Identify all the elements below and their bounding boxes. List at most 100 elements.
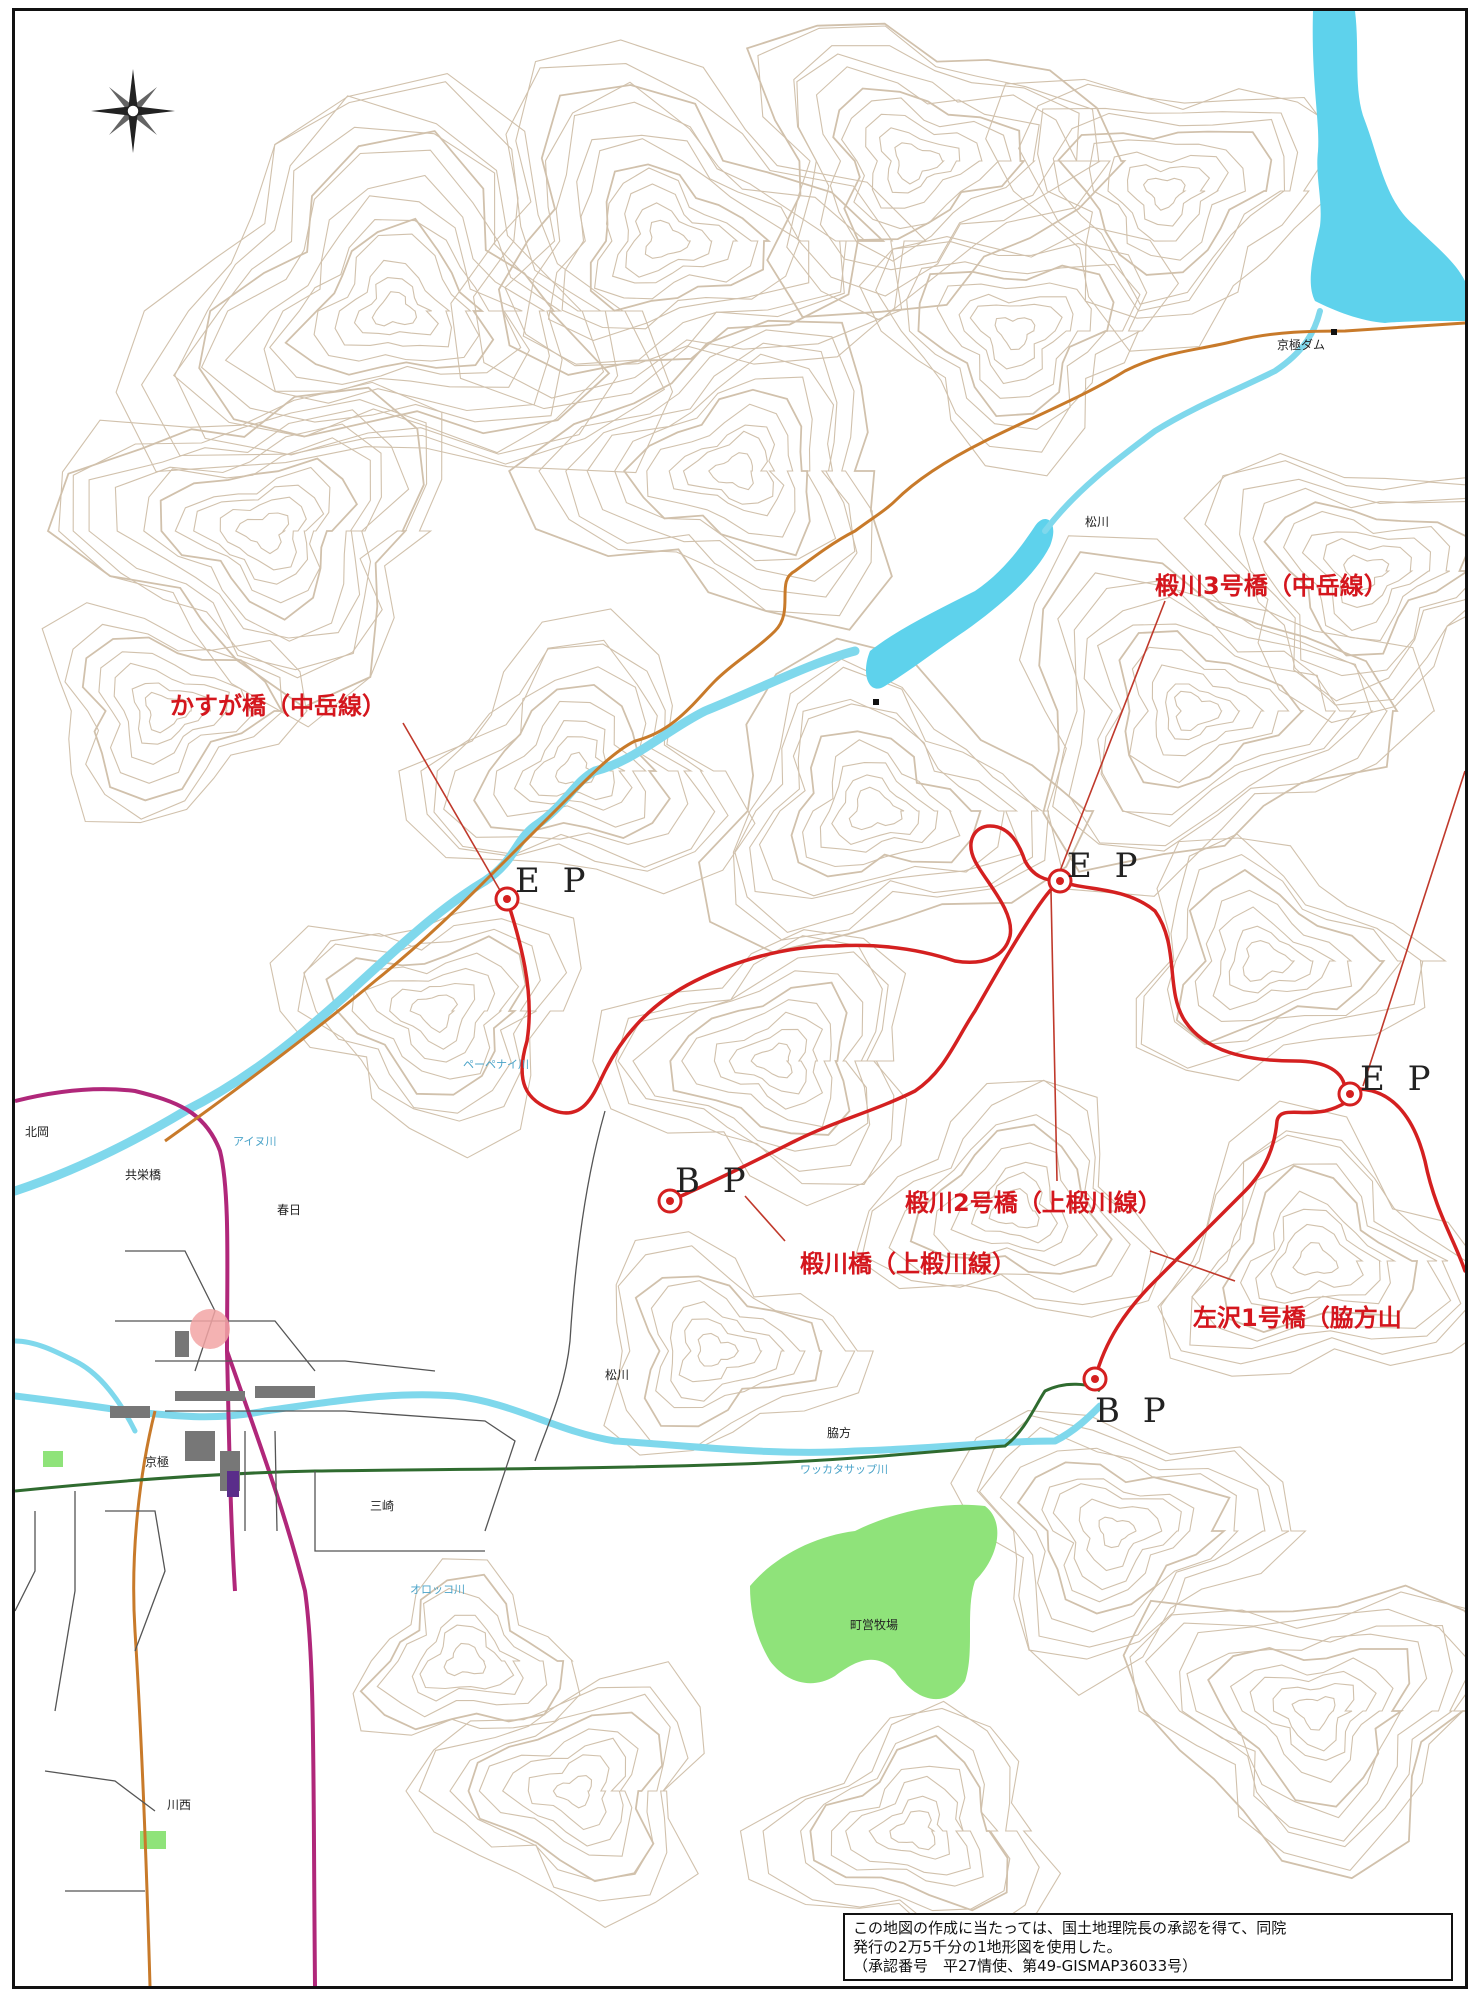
topographic-map[interactable] <box>15 11 1465 1986</box>
contour-line <box>508 319 893 631</box>
contour-line <box>1173 690 1223 732</box>
contour-line <box>81 636 284 802</box>
contour-line <box>398 608 756 895</box>
contour-line <box>1179 1624 1453 1842</box>
contour-line <box>352 1558 581 1736</box>
contour-line <box>552 1775 593 1809</box>
contour-line <box>522 101 847 365</box>
contour-line <box>858 226 1180 477</box>
note-line: 発行の2万5千分の1地形図を使用した。 <box>853 1938 1122 1956</box>
contour-line <box>115 73 674 474</box>
contour-line <box>1160 1100 1465 1377</box>
contour-line <box>909 1123 1113 1275</box>
contour-line <box>1189 1134 1462 1350</box>
ep-marker-dankawa3 <box>1047 868 1073 894</box>
contour-line <box>1098 1516 1137 1549</box>
contour-line <box>1157 1130 1465 1365</box>
contour-line <box>614 376 837 562</box>
river-label: アイヌ川 <box>233 1135 277 1148</box>
contour-line <box>793 45 1103 297</box>
ep-label-kasuga: E P <box>515 861 592 901</box>
contour-line <box>758 703 1005 897</box>
contour-line <box>978 1426 1266 1648</box>
contour-line <box>669 1300 785 1402</box>
contour-line <box>174 95 619 456</box>
contour-line <box>235 512 290 555</box>
compass-rose-icon <box>91 69 175 153</box>
contour-line <box>1068 579 1374 847</box>
contour-line <box>819 762 939 853</box>
contour-line <box>1242 940 1296 982</box>
contour-line <box>1016 1461 1231 1615</box>
contour-line <box>1291 1696 1336 1731</box>
contour-line <box>565 342 858 598</box>
contour-line <box>1343 554 1391 591</box>
contour-line <box>504 81 867 367</box>
contour-line <box>950 1161 1069 1252</box>
contour-line <box>1194 889 1353 1022</box>
contour-line <box>815 66 1040 262</box>
contour-line <box>1249 1670 1377 1761</box>
contour-line <box>219 496 307 571</box>
note-line: この地図の作成に当たっては、国土地理院長の承認を得て、同院 <box>853 1919 1287 1937</box>
contour-line <box>958 293 1074 385</box>
contour-line <box>497 84 886 376</box>
contour-line <box>970 1171 1059 1244</box>
contour-line <box>1088 139 1246 261</box>
bridge-label-hidarisawa1: 左沢1号橋（脇方山 <box>1193 1304 1402 1332</box>
contour-line <box>1052 112 1286 305</box>
contour-line <box>1165 683 1241 741</box>
contour-line <box>529 736 615 801</box>
contour-line <box>1183 452 1465 724</box>
contour-line <box>547 134 810 342</box>
contour-line <box>830 1765 984 1887</box>
bp-label-wakikata: B P <box>1095 1391 1172 1431</box>
contour-line <box>144 691 193 734</box>
contour-line <box>64 623 285 820</box>
contour-line <box>269 219 522 385</box>
contour-line <box>1122 1584 1465 1880</box>
contour-line <box>58 381 443 728</box>
place-label: 松川 <box>1085 515 1110 529</box>
river-label: ペーペナイ川 <box>463 1058 529 1071</box>
contour-line <box>623 388 811 557</box>
contour-line <box>713 1011 824 1110</box>
copyright-note: この地図の作成に当たっては、国土地理院長の承認を得て、同院 発行の2万5千分の1… <box>843 1913 1453 1981</box>
place-label: 春日 <box>277 1203 302 1217</box>
kyogoku-lake <box>1310 11 1465 323</box>
contour-line <box>917 264 1115 418</box>
contour-line <box>443 1642 487 1677</box>
contour-line <box>371 291 418 327</box>
contour-line <box>450 39 928 410</box>
contour-line <box>933 1142 1099 1267</box>
place-label: 共栄橋 <box>125 1168 162 1182</box>
contour-line <box>418 1686 689 1902</box>
station-marker <box>227 1471 239 1497</box>
place-label: 京極 <box>145 1455 170 1469</box>
contour-line <box>698 637 1095 954</box>
bp-marker-dankawa <box>657 1188 683 1214</box>
contour-line <box>1229 1657 1394 1783</box>
route-nakadake-west <box>505 824 1062 1115</box>
lower-river <box>15 1391 1104 1456</box>
contour-line <box>88 409 410 671</box>
contour-line <box>644 219 692 259</box>
contour-line <box>561 138 803 330</box>
pref-road-south <box>132 1410 157 1986</box>
place-label: 川西 <box>167 1798 192 1812</box>
contour-line <box>1270 1223 1364 1295</box>
park-area <box>43 1451 63 1467</box>
contour-line <box>1135 837 1448 1082</box>
contour-line <box>1057 130 1273 276</box>
contour-line <box>472 63 903 399</box>
contour-line <box>732 658 1050 941</box>
town-streets <box>15 1110 606 1892</box>
map-frame[interactable]: かすが橋（中岳線） 椴川3号橋（中岳線） 椴川2号橋（上椴川線） 椴川橋（上椴川… <box>12 8 1468 1989</box>
contour-line <box>325 935 527 1096</box>
contour-line <box>1292 1242 1339 1276</box>
contour-line <box>668 424 785 517</box>
contour-line <box>198 130 611 438</box>
contour-line <box>334 259 453 348</box>
contour-line <box>831 774 920 846</box>
contour-line <box>625 202 713 278</box>
